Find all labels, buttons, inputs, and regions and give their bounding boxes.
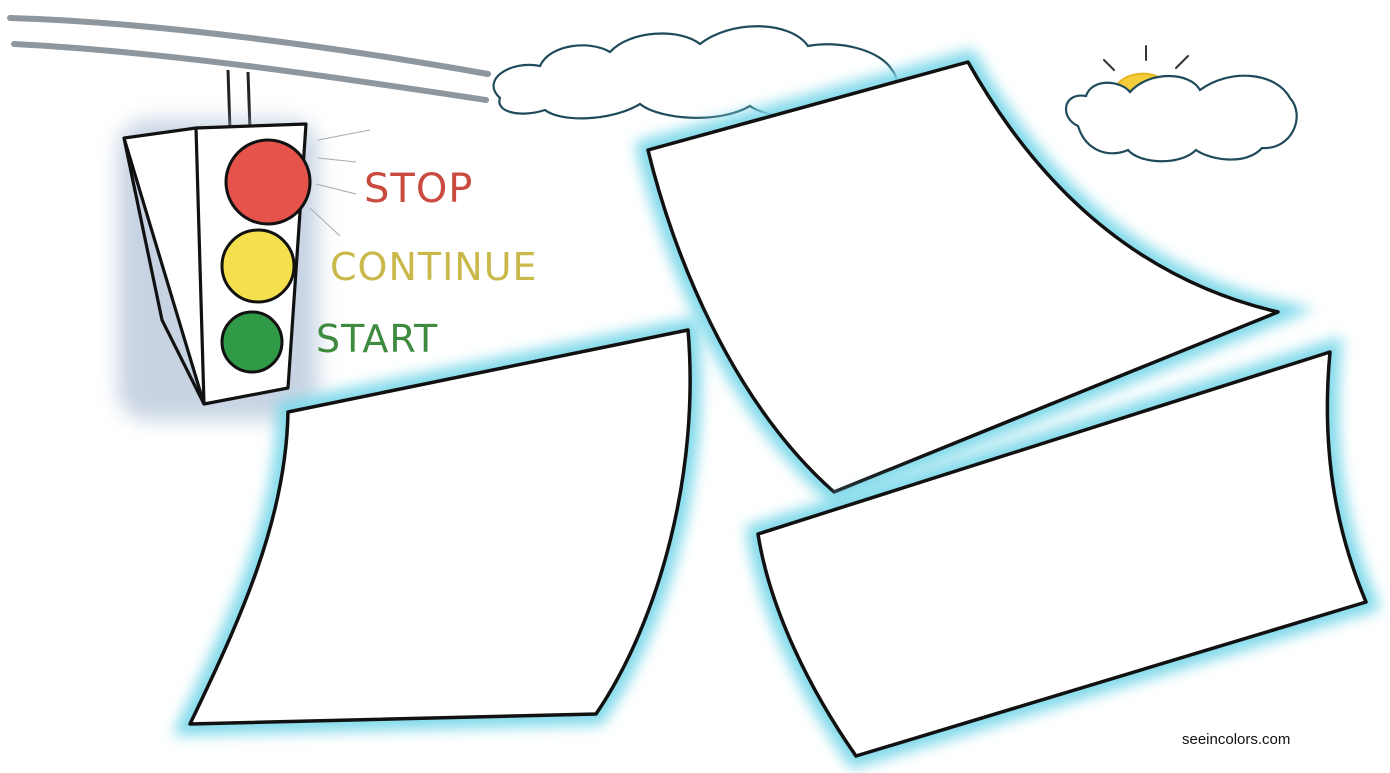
note-continue[interactable] (172, 316, 702, 736)
note-continue-paper (188, 328, 692, 726)
stop-label: STOP (364, 166, 473, 212)
note-stop[interactable] (634, 49, 1315, 505)
glow-lines-icon (309, 129, 371, 237)
traffic-light-front-edge (194, 127, 206, 405)
cloud-left-icon (492, 25, 898, 120)
traffic-light (118, 120, 371, 420)
start-label: START (316, 317, 438, 361)
continue-label: CONTINUE (330, 245, 538, 289)
power-line-top (7, 15, 491, 77)
yellow-light-icon (220, 228, 296, 304)
note-stop-paper (646, 60, 1280, 494)
site-credit: seeincolors.com (1182, 731, 1290, 748)
traffic-light-side-edge (122, 137, 206, 405)
note-start-paper (756, 350, 1368, 758)
red-light-icon (224, 138, 312, 226)
power-line-bottom (11, 41, 489, 103)
power-lines (7, 15, 491, 131)
note-start[interactable] (745, 336, 1381, 769)
green-light-icon (220, 310, 284, 374)
cloud-right-icon (1064, 74, 1298, 163)
